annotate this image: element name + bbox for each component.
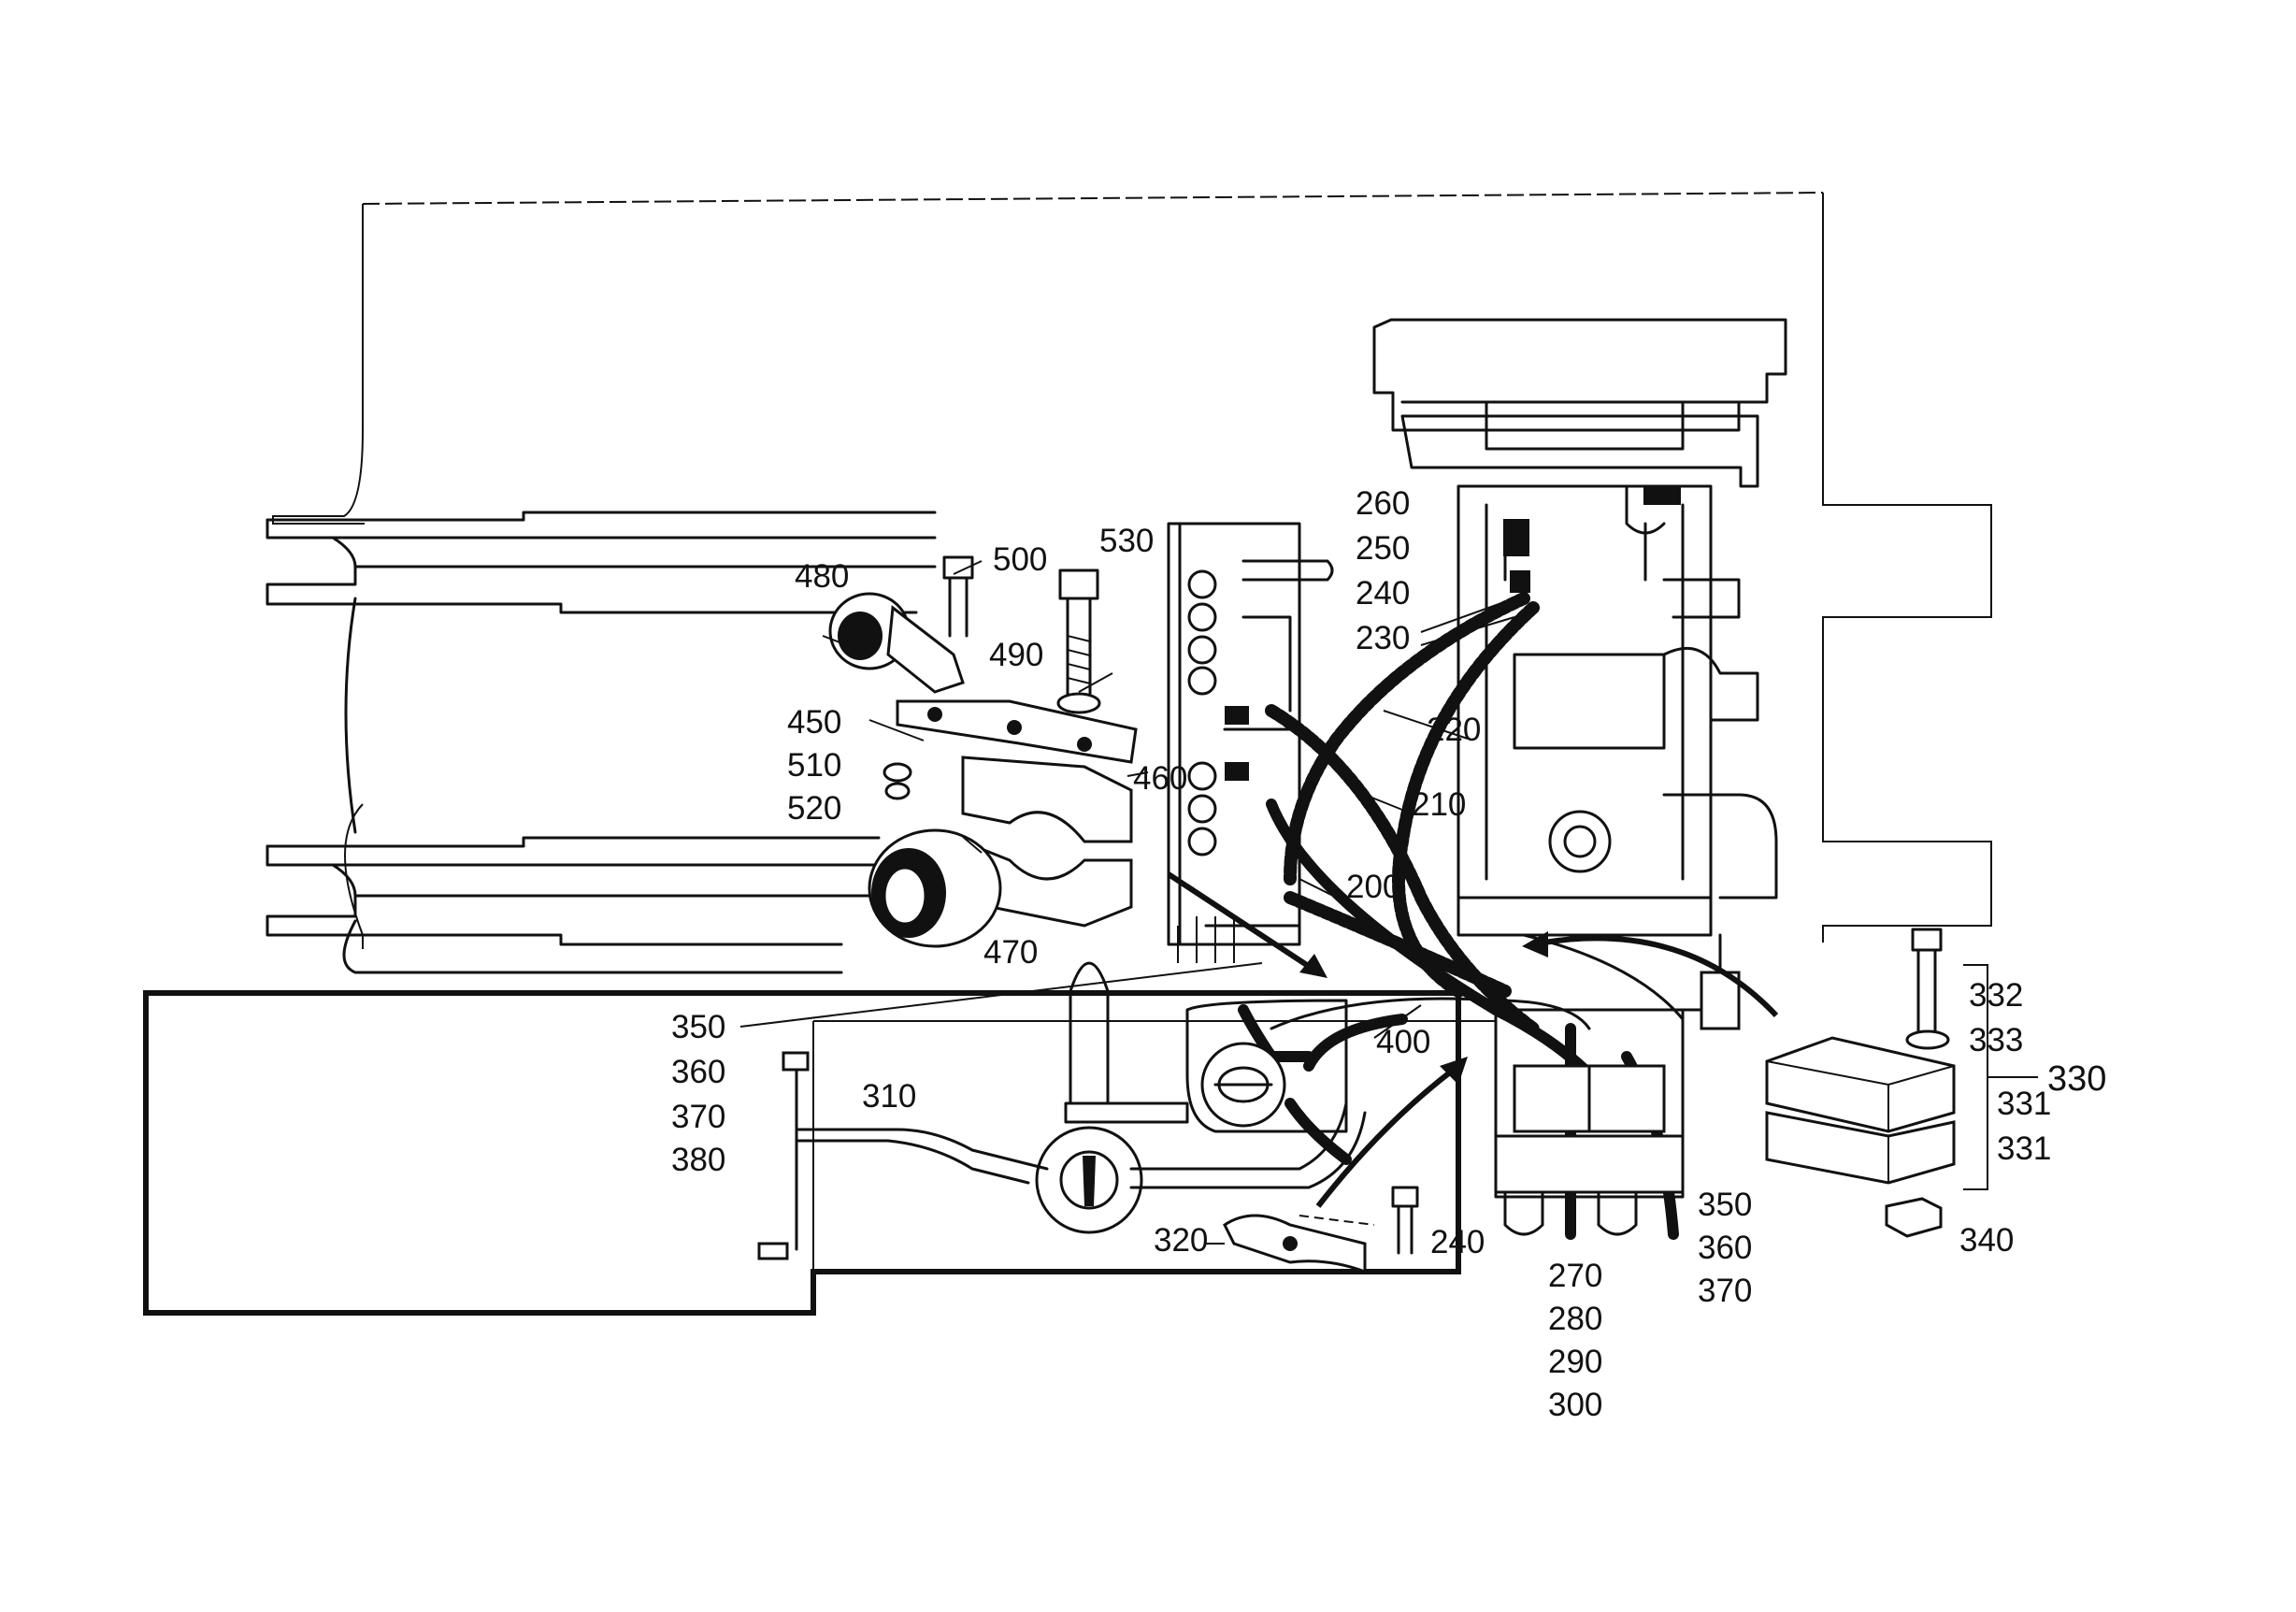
label-530: 530 — [1099, 523, 1154, 559]
label-260: 260 — [1356, 485, 1410, 522]
label-460: 460 — [1133, 760, 1187, 797]
label-350-right: 350 — [1698, 1187, 1752, 1223]
label-332: 332 — [1969, 977, 2023, 1014]
label-220: 220 — [1427, 712, 1481, 748]
label-280: 280 — [1548, 1301, 1602, 1337]
label-330: 330 — [2047, 1059, 2106, 1099]
motor-assembly — [795, 961, 1367, 1234]
top-clamp — [828, 555, 1101, 800]
label-333: 333 — [1969, 1022, 2023, 1058]
arrows — [1167, 871, 1779, 1208]
label-480: 480 — [795, 558, 849, 595]
label-450: 450 — [787, 704, 841, 741]
label-290: 290 — [1548, 1344, 1602, 1380]
frame-outline — [272, 192, 1992, 949]
part-labels: 200 210 220 230 240 250 260 240 270 280 … — [671, 485, 2106, 1423]
leader-lines — [739, 560, 2038, 1245]
label-520: 520 — [787, 790, 841, 827]
label-230: 230 — [1356, 620, 1410, 656]
engine-block — [1372, 318, 1787, 1030]
pump-assembly — [1494, 1008, 1685, 1236]
label-200: 200 — [1346, 869, 1400, 905]
label-240-top: 240 — [1356, 575, 1410, 612]
label-400: 400 — [1376, 1024, 1430, 1060]
label-300: 300 — [1548, 1387, 1602, 1423]
label-470: 470 — [983, 934, 1038, 971]
side-rails — [265, 511, 937, 974]
label-490: 490 — [989, 637, 1043, 673]
label-331-lower: 331 — [1997, 1130, 2051, 1167]
label-240-bottom: 240 — [1430, 1224, 1485, 1260]
label-310: 310 — [862, 1078, 916, 1115]
right-clamp — [1765, 928, 1988, 1238]
label-270: 270 — [1548, 1258, 1602, 1294]
label-331-upper: 331 — [1997, 1086, 2051, 1122]
small-clamp — [1223, 1186, 1419, 1274]
label-250: 250 — [1356, 530, 1410, 567]
base-box — [143, 990, 1496, 1316]
label-350-left: 350 — [671, 1009, 725, 1045]
label-370-right: 370 — [1698, 1273, 1752, 1309]
label-360-left: 360 — [671, 1054, 725, 1090]
label-370-left: 370 — [671, 1099, 725, 1135]
label-340: 340 — [1959, 1222, 2014, 1259]
label-510: 510 — [787, 747, 841, 784]
label-380: 380 — [671, 1142, 725, 1178]
label-360-right: 360 — [1698, 1230, 1752, 1266]
label-320: 320 — [1154, 1222, 1208, 1259]
valve-bank — [1167, 522, 1334, 963]
label-500: 500 — [993, 541, 1047, 578]
pillow-block — [868, 699, 1138, 948]
label-210: 210 — [1412, 786, 1466, 823]
